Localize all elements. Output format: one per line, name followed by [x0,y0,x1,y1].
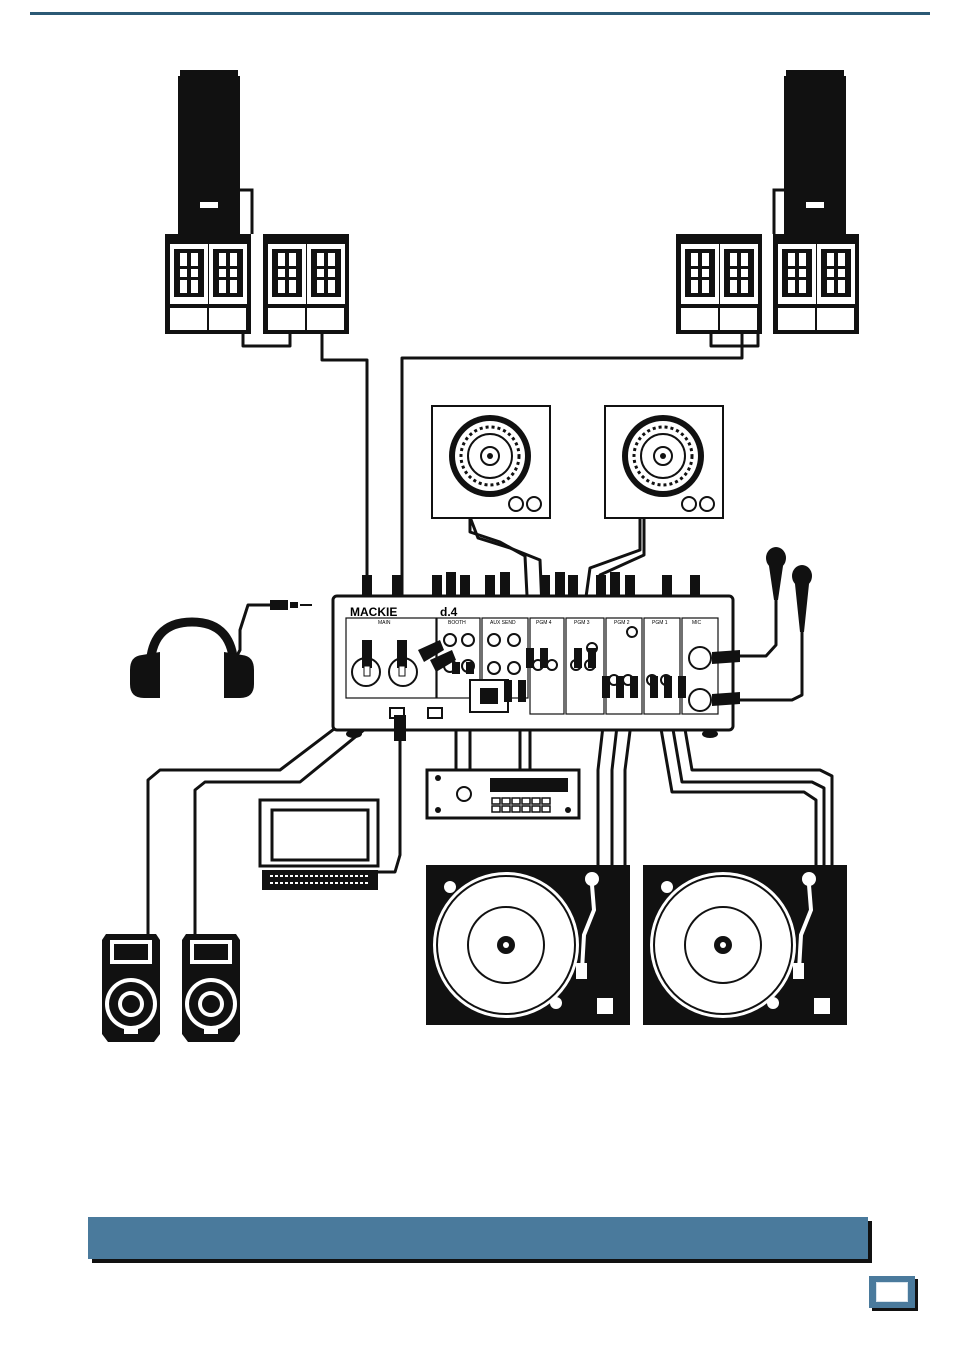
main-speaker-right [676,70,859,334]
laptop [260,800,378,890]
cd-player-1 [432,406,550,518]
section-pgm2: PGM 2 [614,620,630,626]
turntable-2 [643,865,847,1025]
section-mic: MIC [692,620,702,626]
microphone-1 [766,547,786,600]
headphones [130,600,312,698]
main-speaker-left [165,70,349,334]
mixer-model: d.4 [440,605,458,619]
section-booth: BOOTH [448,620,466,626]
mixer-brand: MACKIE [350,605,397,619]
section-pgm1: PGM 1 [652,620,668,626]
caption-text [88,1228,102,1248]
microphone-2 [792,565,812,632]
page-number-box [869,1276,915,1308]
cd-player-2 [605,406,723,518]
turntable-1 [426,865,630,1025]
booth-speaker-1 [102,934,160,1042]
page-number-inner [876,1282,908,1302]
section-pgm3: PGM 3 [574,620,590,626]
booth-speaker-2 [182,934,240,1042]
mixer: MACKIE d.4 MAIN BOOTH AUX SEND PGM 4 PGM… [333,572,740,741]
section-pgm4: PGM 4 [536,620,552,626]
section-main: MAIN [378,620,391,626]
effects-processor [427,770,579,818]
section-aux-send: AUX SEND [490,620,516,626]
caption-bar [88,1217,868,1259]
